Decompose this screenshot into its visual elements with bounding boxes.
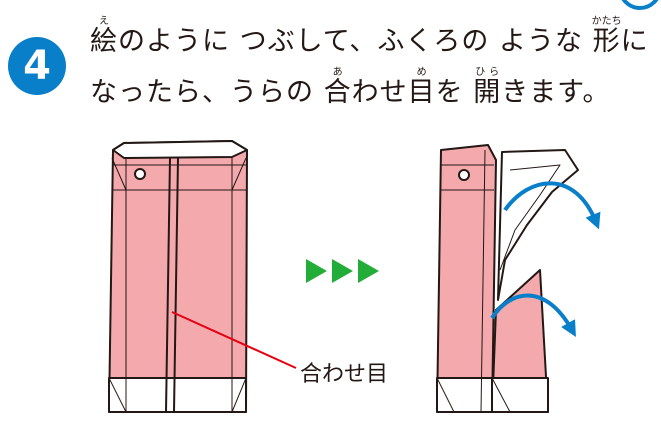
- instruction-line-2: なったら、うらの 合あわせ目めを 開ひらきます。: [90, 67, 611, 109]
- ruby-e: 絵え: [90, 16, 118, 58]
- step-number: 4: [23, 43, 51, 89]
- instruction-line-1: 絵えのように つぶして、ふくろの ような 形かたちに: [90, 16, 649, 58]
- step-number-badge: 4: [8, 37, 66, 95]
- ruby-hira: 開ひら: [473, 67, 502, 109]
- open-arrow-top: [503, 181, 601, 230]
- flattened-bag-left: [108, 140, 248, 413]
- seam-leader-line: [171, 311, 297, 369]
- seam-label: 合わせ目: [300, 362, 389, 387]
- opened-bag-right: [436, 144, 579, 413]
- instruction-text: 絵えのように つぶして、ふくろの ような 形かたちに なったら、うらの 合あわせ…: [90, 16, 658, 118]
- next-arrows: [306, 259, 379, 283]
- ruby-katachi: 形かたち: [591, 16, 622, 58]
- ruby-me: 目め: [407, 67, 436, 109]
- open-arrow-bottom: [490, 293, 576, 337]
- ruby-a: 合あ: [323, 67, 352, 109]
